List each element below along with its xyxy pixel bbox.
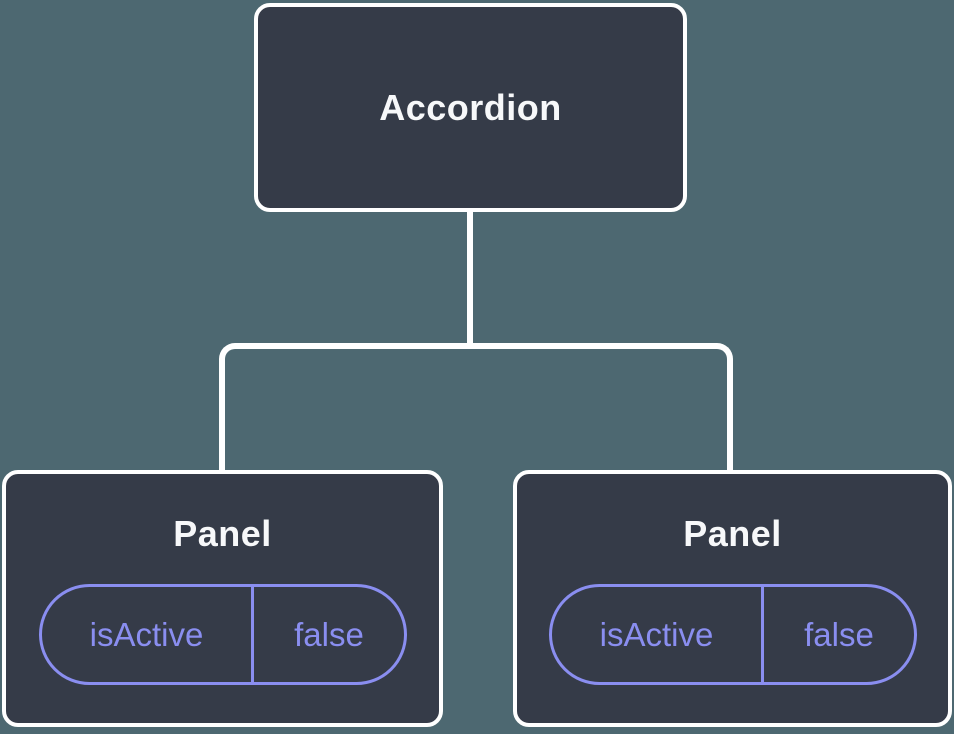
connector-branch-line [219, 343, 733, 470]
tree-node-panel-1: Panel isActive false [2, 470, 443, 727]
accordion-node-label: Accordion [379, 86, 562, 128]
panel-1-state-value: false [251, 587, 403, 682]
panel-2-state-value: false [761, 587, 913, 682]
tree-node-panel-2: Panel isActive false [513, 470, 952, 727]
panel-1-state-key: isActive [89, 615, 204, 653]
panel-1-label: Panel [173, 513, 272, 554]
connector-stem-line [467, 211, 473, 349]
panel-2-label: Panel [683, 513, 782, 554]
panel-1-state-badge: isActive false [38, 584, 407, 685]
tree-node-accordion: Accordion [254, 3, 687, 212]
panel-2-state-badge: isActive false [548, 584, 917, 685]
panel-2-state-key: isActive [599, 615, 714, 653]
